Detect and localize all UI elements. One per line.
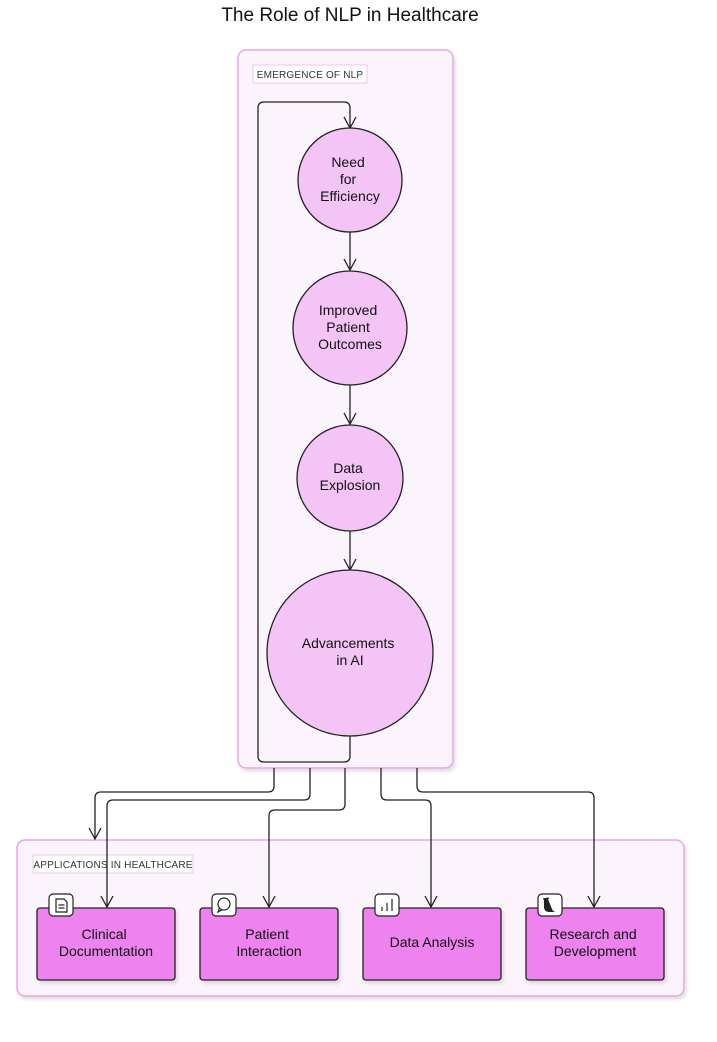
bar-chart-icon	[374, 893, 400, 917]
node-outcomes[interactable]: Improved Patient Outcomes	[292, 270, 408, 386]
node-patient-interaction-label: Patient Interaction	[236, 926, 301, 959]
flask-icon	[537, 893, 563, 917]
edge-emergence-to-patient-interaction	[262, 768, 346, 909]
edge-emergence-to-data-analysis	[380, 768, 438, 909]
node-efficiency-circle[interactable]	[297, 127, 403, 233]
cluster-emergence-label-box	[252, 64, 368, 84]
edge-emergence-to-clinical-documentation	[100, 768, 311, 909]
node-data-analysis-label: Data Analysis	[390, 934, 475, 950]
edge-emergence-to-research-development	[416, 768, 601, 909]
node-data-explosion-label: Data Explosion	[320, 460, 381, 493]
node-efficiency-label: Need for Efficiency	[320, 154, 380, 204]
node-ai-circle[interactable]	[266, 569, 434, 737]
node-clinical-documentation-box[interactable]	[36, 907, 176, 981]
node-data-explosion[interactable]: Data Explosion	[296, 424, 404, 532]
node-patient-interaction[interactable]: Patient Interaction	[199, 893, 339, 981]
edges	[88, 101, 601, 909]
node-outcomes-circle[interactable]	[292, 270, 408, 386]
cluster-applications-label-box	[32, 854, 194, 874]
cluster-applications-label: APPLICATIONS IN HEALTHCARE	[33, 860, 192, 871]
edge-emergence-to-applications-cluster	[88, 768, 275, 841]
node-clinical-documentation-label: Clinical Documentation	[59, 926, 153, 959]
node-efficiency[interactable]: Need for Efficiency	[297, 127, 403, 233]
node-clinical-documentation[interactable]: Clinical Documentation	[36, 893, 176, 981]
document-icon	[48, 893, 74, 917]
node-data-explosion-circle[interactable]	[296, 424, 404, 532]
node-research-development-label: Research and Development	[549, 926, 640, 959]
node-patient-interaction-box[interactable]	[199, 907, 339, 981]
cluster-applications-box	[16, 839, 685, 997]
node-data-analysis-box[interactable]	[362, 907, 502, 981]
diagram-title: The Role of NLP in Healthcare	[221, 5, 478, 26]
edge-ai-loop-to-efficiency	[257, 101, 357, 763]
node-research-development-box[interactable]	[525, 907, 665, 981]
cluster-emergence-label: EMERGENCE OF NLP	[257, 70, 364, 81]
node-ai-label: Advancements in AI	[302, 635, 399, 668]
node-data-analysis[interactable]: Data Analysis	[362, 893, 502, 981]
node-ai[interactable]: Advancements in AI	[266, 569, 434, 737]
node-outcomes-label: Improved Patient Outcomes	[318, 302, 382, 352]
node-research-development[interactable]: Research and Development	[525, 893, 665, 981]
chat-bubble-icon	[211, 893, 237, 917]
cluster-applications-in-healthcare: APPLICATIONS IN HEALTHCARE	[16, 839, 685, 997]
